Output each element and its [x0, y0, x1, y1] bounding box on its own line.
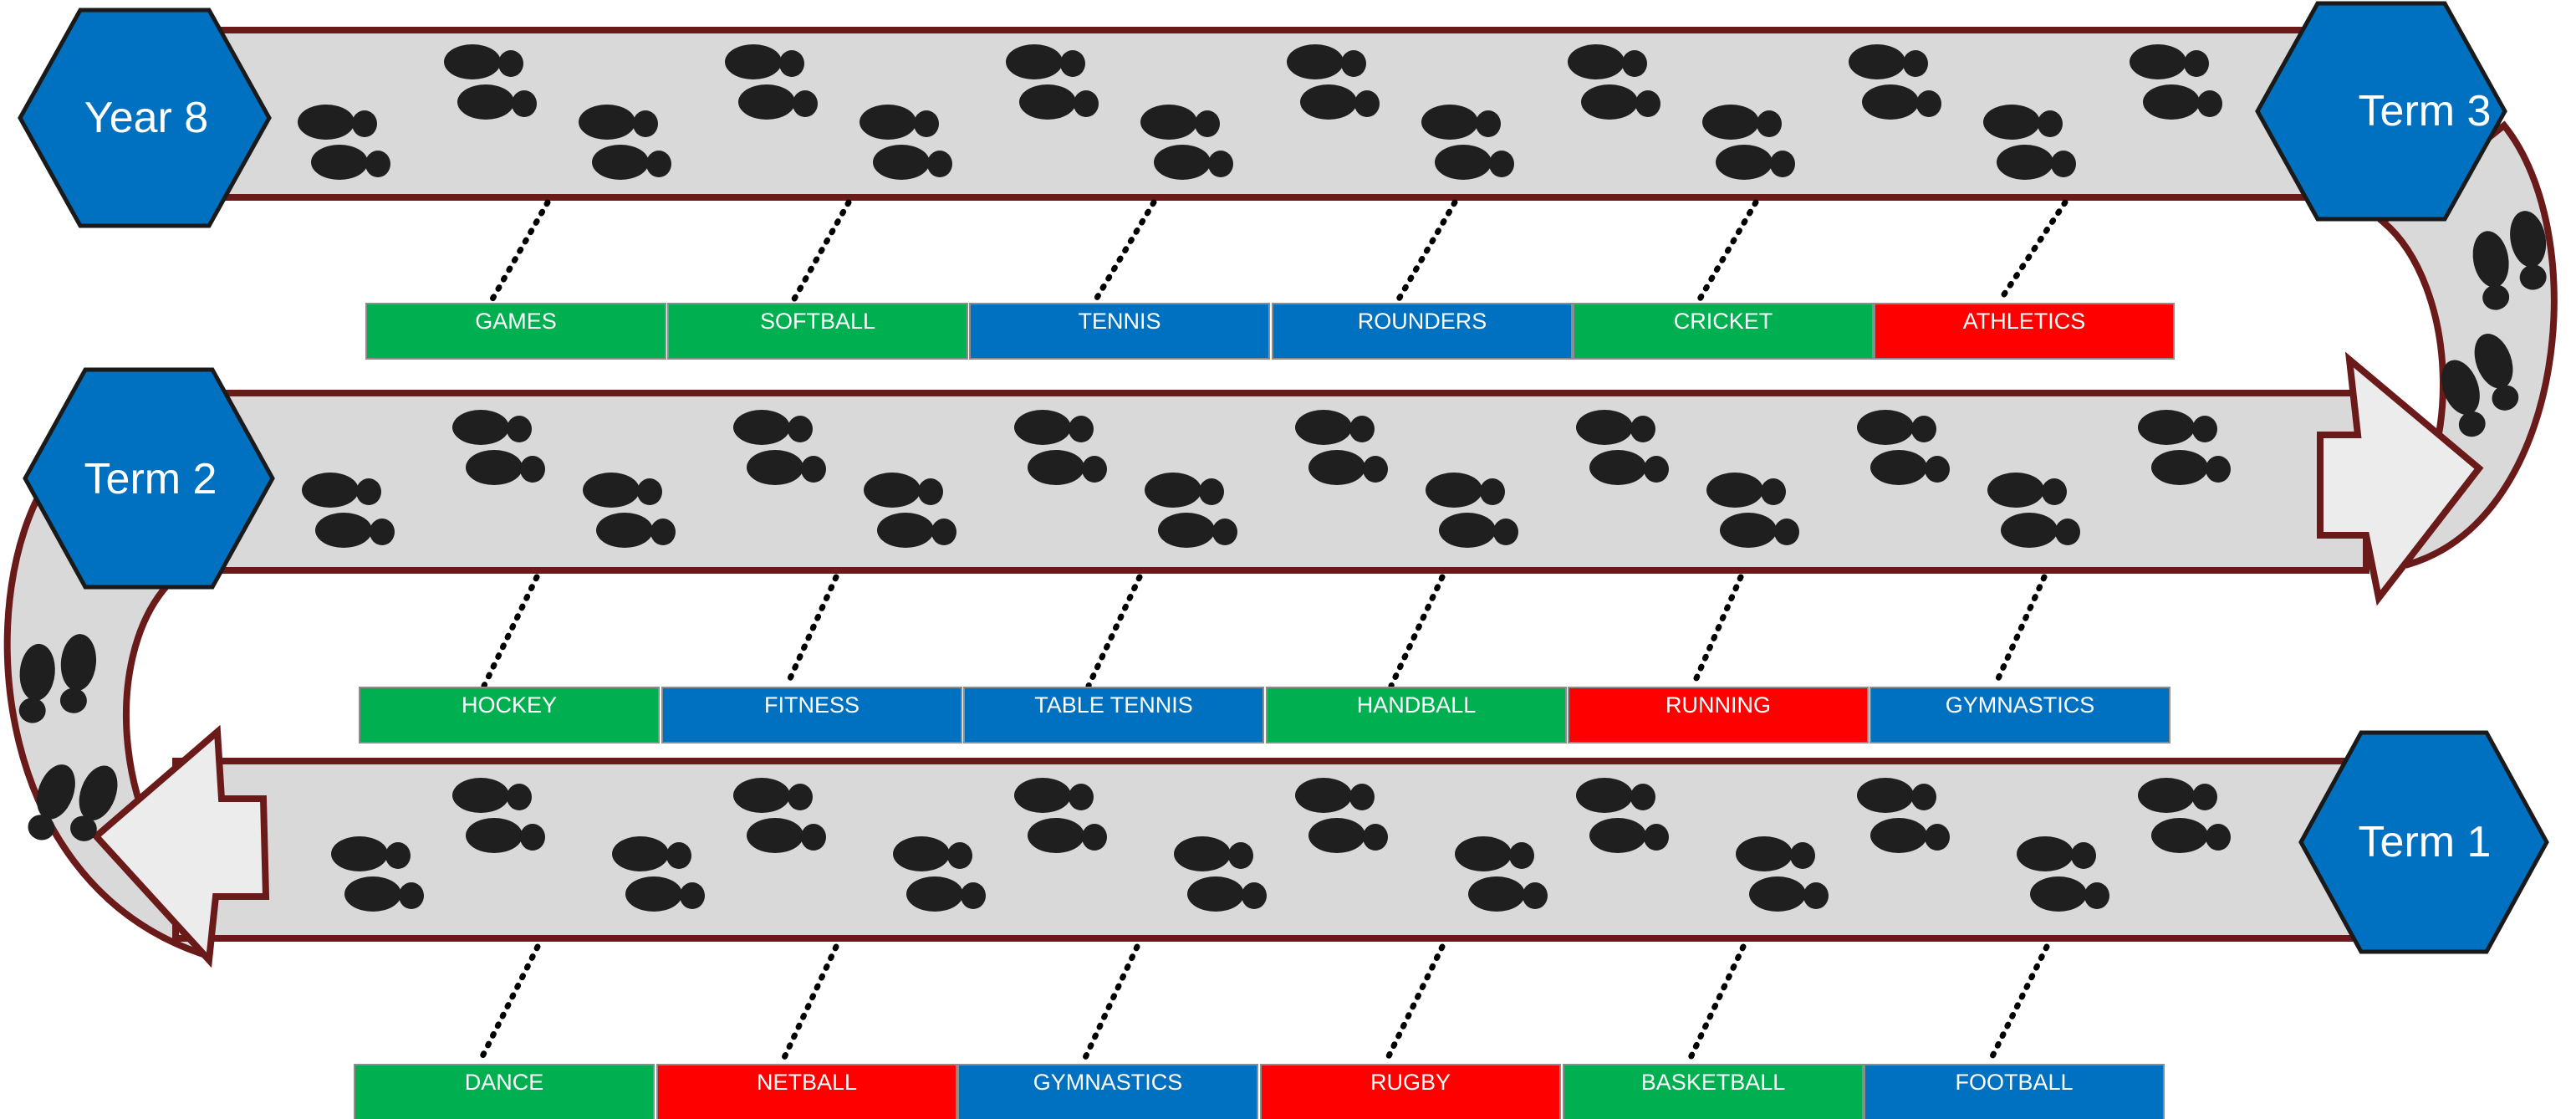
- activity-box: TABLE TENNIS: [963, 687, 1264, 743]
- connector-line: [1085, 574, 1143, 689]
- connector-line: [1690, 574, 1744, 689]
- activity-label: ATHLETICS: [1963, 309, 2086, 334]
- activity-box: ATHLETICS: [1874, 303, 2175, 360]
- activity-box: GAMES: [365, 303, 666, 360]
- activity-box: DANCE: [354, 1064, 655, 1119]
- connector-line: [487, 199, 551, 305]
- activity-box: HOCKEY: [359, 687, 660, 743]
- activity-box-fill: [1260, 1064, 1561, 1119]
- activity-box-fill: [1573, 303, 1874, 360]
- hexagon-term-1: Term 1: [2298, 730, 2549, 954]
- activity-box-fill: [661, 687, 962, 743]
- activity-labels: GAMES SOFTBALL TENNIS ROUNDERS CRICKET ATHLET…: [354, 303, 2175, 1119]
- activity-box: SOFTBALL: [667, 303, 968, 360]
- activity-box: FOOTBALL: [1864, 1064, 2165, 1119]
- activity-box: GYMNASTICS: [957, 1064, 1258, 1119]
- activity-label: FOOTBALL: [1955, 1070, 2073, 1095]
- activity-box-fill: [963, 687, 1264, 743]
- activity-box-fill: [1870, 687, 2170, 743]
- activity-label: HOCKEY: [462, 692, 557, 718]
- term-3-label: Term 3: [2359, 87, 2492, 135]
- activity-box: NETBALL: [656, 1064, 957, 1119]
- connector-line: [1986, 943, 2050, 1066]
- connector-line: [1079, 943, 1140, 1066]
- connector-line: [789, 199, 852, 305]
- connector-line: [1685, 943, 1747, 1066]
- activity-box: HANDBALL: [1266, 687, 1567, 743]
- activity-box-fill: [359, 687, 660, 743]
- activity-box-fill: [667, 303, 968, 360]
- activity-box: RUNNING: [1568, 687, 1869, 743]
- term-1-label: Term 1: [2359, 818, 2492, 866]
- activity-box-fill: [1563, 1064, 1864, 1119]
- activity-label: DANCE: [465, 1070, 544, 1095]
- activity-label: GAMES: [475, 309, 557, 334]
- activity-box-fill: [656, 1064, 957, 1119]
- activity-label: RUGBY: [1370, 1070, 1451, 1095]
- connector-line: [1382, 943, 1446, 1066]
- connector-line: [783, 574, 839, 689]
- hexagon-term-2: Term 2: [23, 367, 275, 590]
- activity-label: TENNIS: [1078, 309, 1160, 334]
- activity-box-fill: [1864, 1064, 2165, 1119]
- activity-box: CRICKET: [1573, 303, 1874, 360]
- activity-box-fill: [957, 1064, 1258, 1119]
- activity-label: SOFTBALL: [760, 309, 875, 334]
- activity-box-fill: [969, 303, 1270, 360]
- connector-line: [1388, 574, 1446, 689]
- activity-label: BASKETBALL: [1641, 1070, 1786, 1095]
- activity-box-fill: [1272, 303, 1573, 360]
- activity-box-fill: [365, 303, 666, 360]
- activity-box-fill: [1874, 303, 2175, 360]
- activity-label: FITNESS: [764, 692, 860, 718]
- left-curve: [3, 471, 209, 958]
- activity-label: GYMNASTICS: [1946, 692, 2095, 718]
- left-arrow-icon: [91, 724, 270, 968]
- connector-line: [476, 943, 541, 1066]
- activity-label: GYMNASTICS: [1033, 1070, 1183, 1095]
- year-label: Year 8: [84, 94, 208, 142]
- hexagon-year: Year 8: [18, 8, 272, 228]
- activity-label: RUNNING: [1665, 692, 1771, 718]
- term-2-label: Term 2: [84, 455, 217, 503]
- activity-box: TENNIS: [969, 303, 1270, 360]
- connector-line: [1091, 199, 1157, 305]
- activity-label: TABLE TENNIS: [1034, 692, 1193, 718]
- connector-line: [1996, 199, 2068, 305]
- activity-box: ROUNDERS: [1272, 303, 1573, 360]
- connectors: [476, 199, 2068, 1066]
- activity-box: FITNESS: [661, 687, 962, 743]
- connector-line: [481, 574, 540, 689]
- connector-line: [1695, 199, 1759, 305]
- activity-box-fill: [354, 1064, 655, 1119]
- activity-label: HANDBALL: [1357, 692, 1477, 718]
- activity-box: RUGBY: [1260, 1064, 1561, 1119]
- activity-label: NETBALL: [757, 1070, 857, 1095]
- connector-line: [778, 943, 839, 1066]
- activity-box-fill: [1266, 687, 1567, 743]
- connector-line: [1992, 574, 2048, 689]
- activity-box-fill: [1568, 687, 1869, 743]
- activity-box: BASKETBALL: [1563, 1064, 1864, 1119]
- activity-label: ROUNDERS: [1358, 309, 1487, 334]
- activity-box: GYMNASTICS: [1870, 687, 2170, 743]
- connector-line: [1394, 199, 1458, 305]
- right-arrow-icon: [2317, 351, 2484, 606]
- hexagon-term-3: Term 3: [2255, 1, 2507, 222]
- activity-label: CRICKET: [1674, 309, 1773, 334]
